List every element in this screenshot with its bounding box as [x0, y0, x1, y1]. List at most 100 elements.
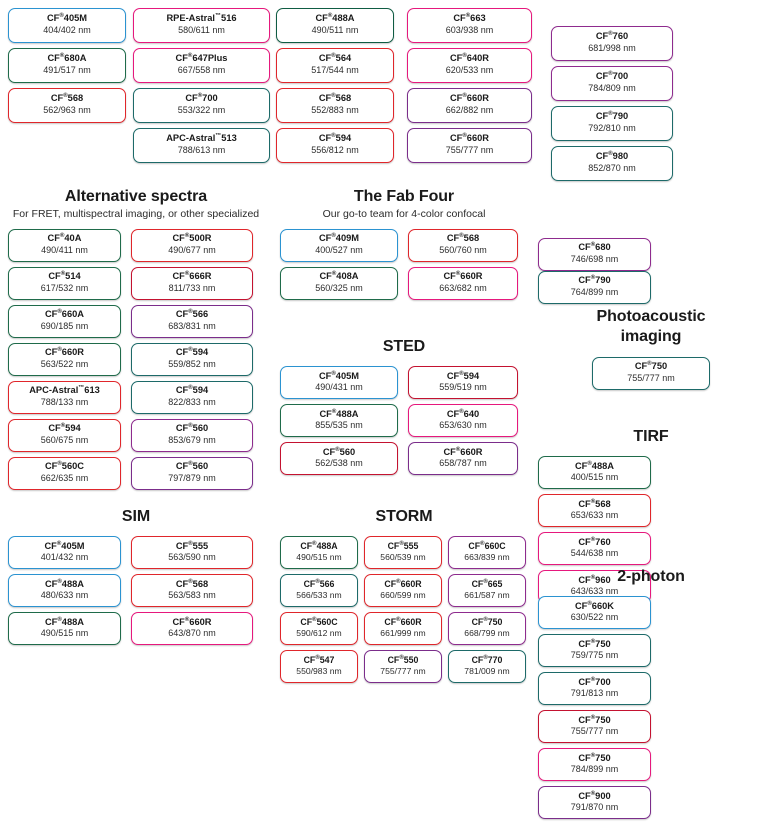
dye-number: 550: [403, 655, 419, 666]
dye-name: CF®666R: [172, 271, 212, 282]
trademark-symbol: ®: [315, 579, 320, 586]
trademark-symbol: ®: [590, 714, 596, 721]
dye-number: 660R: [466, 93, 490, 104]
dye-number: 980: [612, 151, 629, 162]
section-alternative-spectra: Alternative spectra For FRET, multispect…: [0, 188, 272, 495]
dye-spectra: 552/883 nm: [311, 104, 359, 115]
dye-name: CF®566: [175, 309, 209, 320]
dye-spectra: 668/799 nm: [464, 628, 510, 639]
trademark-symbol: ®: [331, 370, 336, 377]
dye-number: 560C: [61, 461, 85, 472]
dye-number: 564: [335, 53, 352, 64]
dye-spectra: 490/515 nm: [40, 628, 89, 639]
dye-spectra: 553/322 nm: [177, 104, 226, 115]
dye-name: CF®555: [387, 541, 419, 552]
dye-name: CF®500R: [172, 233, 212, 244]
dye-spectra: 661/587 nm: [464, 590, 510, 601]
dye-name: CF®405M: [318, 370, 360, 381]
trademark-symbol: ®: [56, 540, 62, 547]
dye-number: 405M: [335, 370, 360, 381]
dye-spectra: 490/511 nm: [311, 24, 359, 35]
dye-name: CF®750: [578, 752, 611, 763]
dye-spectra: 755/777 nm: [380, 666, 426, 677]
dye-spectra: 791/870 nm: [570, 802, 619, 813]
dye-number: 660R: [400, 617, 422, 628]
